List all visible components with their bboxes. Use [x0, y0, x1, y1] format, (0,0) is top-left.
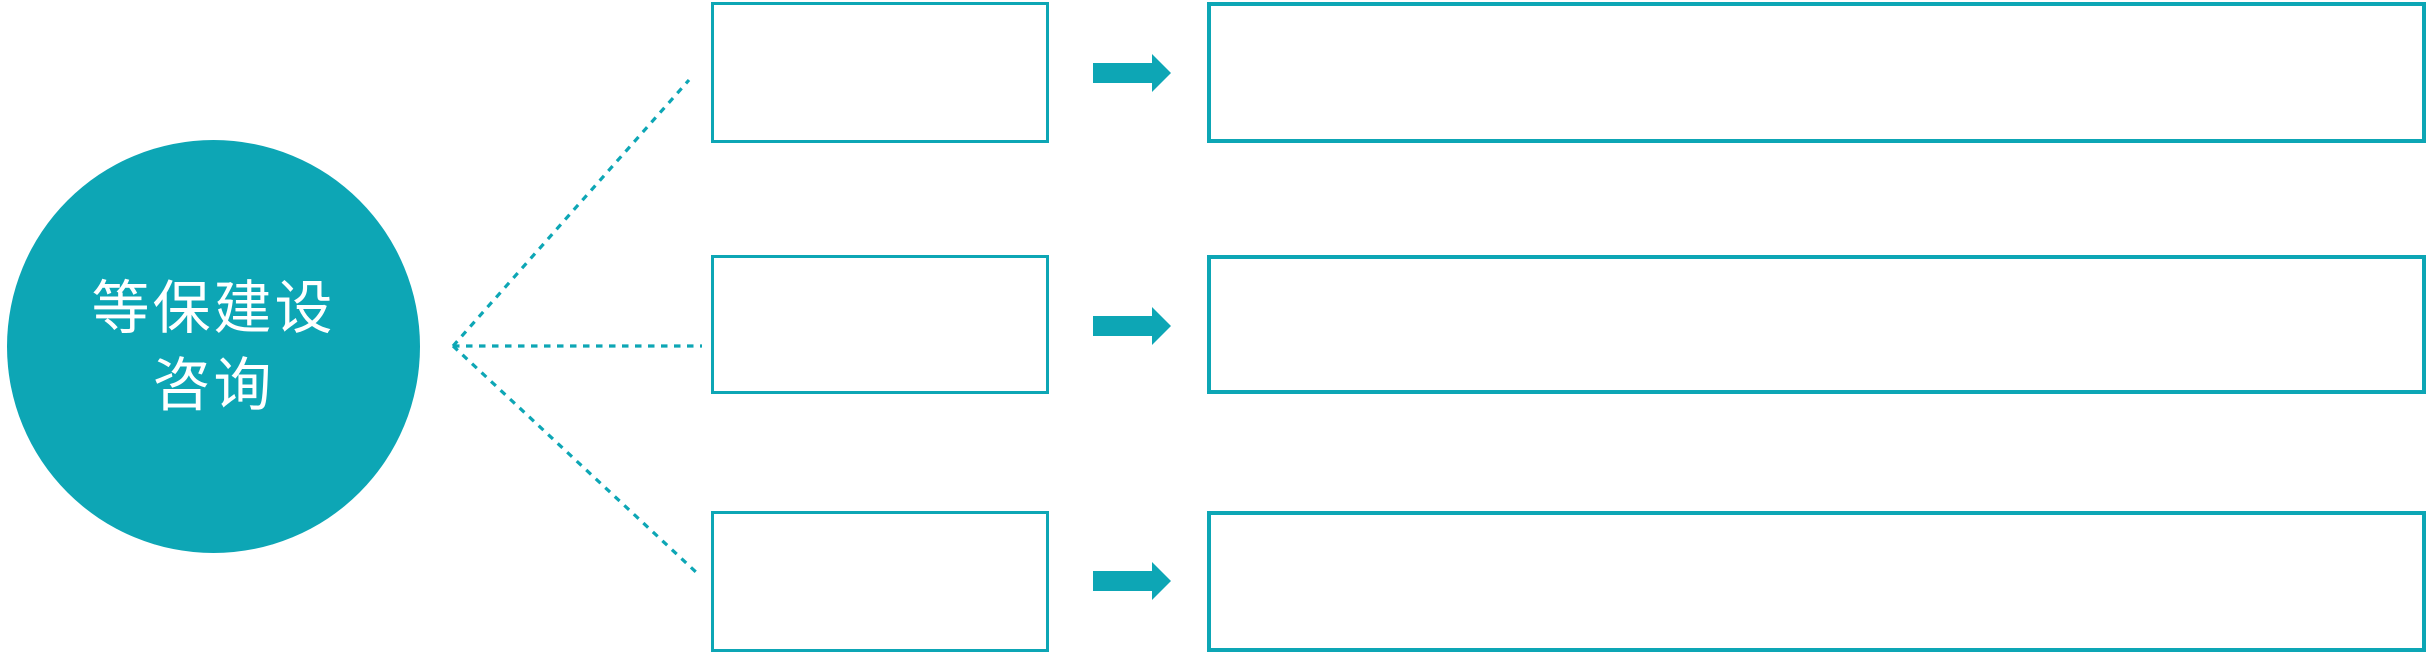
topic-box-2 [711, 255, 1049, 394]
hub-label-line2: 咨询 [152, 350, 275, 419]
detail-box-3 [1207, 511, 2426, 652]
hub-label-line1: 等保建设 [91, 273, 336, 342]
detail-box-2 [1207, 255, 2426, 394]
topic-box-3 [711, 511, 1049, 652]
hub-circle: 等保建设 咨询 [7, 140, 420, 553]
dotted-connector-top-icon [451, 78, 691, 348]
arrow-right-icon [1093, 562, 1171, 600]
arrow-right-icon [1093, 307, 1171, 345]
dotted-connector-bottom-icon [451, 344, 699, 575]
arrow-right-icon [1093, 54, 1171, 92]
topic-box-1 [711, 2, 1049, 143]
detail-box-1 [1207, 2, 2426, 143]
